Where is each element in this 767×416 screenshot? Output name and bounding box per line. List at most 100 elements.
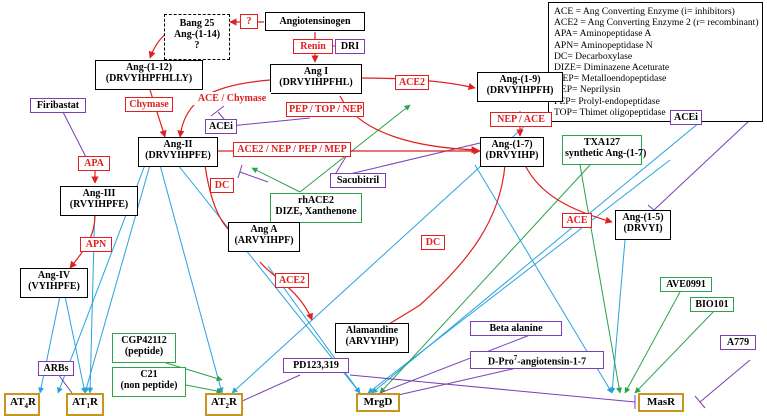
rhace2-detail: DIZE, Xanthenone	[275, 206, 357, 217]
legend-entry: APA= Aminopeptidase A	[554, 28, 652, 40]
apn-enzyme: APN	[80, 237, 112, 252]
c21-detail: (non peptide)	[120, 380, 178, 391]
ang-iii-node: Ang-III (RVYIHPFE)	[60, 186, 138, 216]
legend-entry: DIZE= Diminazene Aceturate	[554, 62, 670, 74]
ang-iv-node: Ang-IV (VYIHPFE)	[20, 268, 88, 298]
ang-1-7-sequence: (DRVYIHP)	[485, 150, 539, 161]
at4r-label-tail: R	[27, 396, 36, 408]
alamandine-node: Alamandine (ARVYIHP)	[335, 323, 409, 353]
acei-inhibitor-right: ACEi	[670, 110, 702, 125]
dc-enzyme-lower: DC	[421, 235, 445, 250]
txa127-detail: synthetic Ang-(1-7)	[565, 148, 647, 159]
a779-inhibitor: A779	[720, 335, 756, 350]
rhace2-agonist: rhACE2 DIZE, Xanthenone	[270, 193, 362, 223]
at4r-subscript: 4	[24, 402, 28, 411]
ace2-nep-pep-mep-enzyme: ACE2 / NEP / PEP / MEP	[233, 142, 351, 157]
ang-iii-name: Ang-III	[82, 188, 116, 199]
angiotensinogen-node: Angiotensinogen	[265, 12, 365, 31]
legend-entry: ACE = Ang Converting Enzyme (i= inhibito…	[554, 6, 735, 17]
pep-top-nep-enzyme: PEP / TOP / NEP	[286, 102, 364, 117]
beta-alanine-inhibitor: Beta alanine	[470, 321, 562, 336]
bang25-line: Ang-(1-14)	[173, 29, 221, 40]
sacubitril-inhibitor: Sacubitril	[330, 173, 386, 188]
arbs-inhibitor: ARBs	[38, 361, 74, 376]
ang-iv-name: Ang-IV	[37, 270, 71, 281]
at1r-label: AT	[72, 396, 87, 408]
renin-enzyme: Renin	[293, 39, 333, 54]
ang-ii-name: Ang-II	[163, 139, 193, 150]
legend-entry: NEP= Neprilysin	[554, 84, 621, 96]
ang-1-7-name: Ang-(1-7)	[491, 139, 533, 150]
ang-iv-sequence: (VYIHPFE)	[28, 281, 80, 292]
dc-enzyme-upper: DC	[210, 178, 234, 193]
ave0991-agonist: AVE0991	[660, 277, 712, 292]
at1r-label-tail: R	[90, 396, 98, 408]
ang-1-9-node: Ang-(1-9) (DRVYIHPFH)	[477, 72, 563, 102]
at1r-receptor: AT1R	[66, 393, 104, 416]
at2r-subscript: 2	[225, 402, 230, 411]
ace-chymase-enzyme: ACE / Chymase	[193, 92, 271, 105]
ang-1-9-name: Ang-(1-9)	[499, 74, 541, 85]
acei-inhibitor-left: ACEi	[205, 119, 237, 134]
ang-1-9-sequence: (DRVYIHPFH)	[486, 85, 554, 96]
mrgd-receptor: MrgD	[356, 393, 400, 412]
txa127-name: TXA127	[583, 137, 621, 148]
c21-agonist: C21 (non peptide)	[112, 367, 186, 397]
ang-a-sequence: (ARVYIHPF)	[234, 235, 294, 246]
legend-entry: DC= Decarboxylase	[554, 50, 633, 62]
txa127-agonist: TXA127 synthetic Ang-(1-7)	[562, 135, 647, 165]
d-pro7-angiotensin-inhibitor: D-Pro7-angiotensin-1-7	[470, 351, 604, 370]
ang-1-5-name: Ang-(1-5)	[622, 212, 664, 223]
ang-1-12-node: Ang-(1-12) (DRVYIHPFHLLY)	[95, 60, 203, 90]
d-pro7-superscript: 7	[513, 354, 518, 362]
ang-1-5-sequence: (DRVYI)	[623, 223, 663, 234]
ang-a-name: Ang A	[250, 224, 278, 235]
ang-ii-node: Ang-II (DRVYIHPFE)	[138, 137, 218, 167]
at1r-subscript: 1	[86, 402, 91, 411]
ang-i-name: Ang I	[303, 66, 329, 77]
bang25-node: Bang 25 Ang-(1-14) ?	[164, 14, 230, 60]
legend-entry: ACE2 = Ang Converting Enzyme 2 (r= recom…	[554, 17, 759, 29]
alamandine-name: Alamandine	[345, 325, 399, 336]
ang-a-node: Ang A (ARVYIHPF)	[228, 222, 300, 252]
legend-entry: APN= Aminopeptidase N	[554, 39, 653, 51]
dri-inhibitor: DRI	[335, 39, 365, 54]
at4r-label: AT	[10, 396, 25, 408]
bang25-line: Bang 25	[179, 18, 215, 29]
chymase-enzyme: Chymase	[125, 97, 173, 112]
abbreviation-legend: ACE = Ang Converting Enzyme (i= inhibito…	[548, 2, 763, 123]
bang25-line: ?	[194, 40, 200, 51]
cgp42112-name: CGP42112	[121, 335, 167, 346]
at4r-receptor: AT4R	[4, 393, 40, 416]
ang-iii-sequence: (RVYIHPFE)	[69, 199, 129, 210]
at2r-receptor: AT2R	[205, 393, 243, 416]
ace2-enzyme-top: ACE2	[395, 75, 429, 90]
legend-entry: TOP= Thimet oligopeptidase	[554, 106, 666, 118]
at2r-label-tail: R	[229, 396, 237, 408]
d-pro7-label: D-Pro	[487, 356, 514, 368]
pd123319-inhibitor: PD123,319	[283, 358, 349, 373]
ace-enzyme-lower: ACE	[562, 213, 592, 228]
c21-name: C21	[140, 369, 158, 380]
legend-entry: MEP= Metalloendopeptidase	[554, 73, 667, 85]
ang-1-5-node: Ang-(1-5) (DRVYI)	[615, 210, 671, 240]
at2r-label: AT	[211, 396, 226, 408]
firibastat-inhibitor: Firibastat	[30, 98, 86, 113]
rhace2-name: rhACE2	[297, 195, 335, 206]
bio101-agonist: BIO101	[690, 297, 734, 312]
ang-1-12-sequence: (DRVYIHPFHLLY)	[105, 73, 193, 84]
ang-1-12-name: Ang-(1-12)	[125, 62, 173, 73]
ang-i-sequence: (DRVYIHPFHL)	[279, 77, 353, 88]
ang-i-node: Ang I (DRVYIHPFHL)	[270, 64, 362, 94]
legend-entry: PEP= Prolyl-endopeptidase	[554, 95, 660, 107]
d-pro7-label-rest: -angiotensin-1-7	[517, 356, 587, 368]
cgp42112-agonist: CGP42112 (peptide)	[112, 333, 176, 363]
ace2-enzyme-lower: ACE2	[275, 273, 309, 288]
ang-ii-sequence: (DRVYIHPFE)	[145, 150, 211, 161]
cgp42112-detail: (peptide)	[124, 346, 164, 357]
ang-1-7-node: Ang-(1-7) (DRVYIHP)	[480, 137, 544, 167]
masr-receptor: MasR	[638, 393, 684, 412]
unknown-enzyme: ?	[240, 14, 258, 29]
apa-enzyme: APA	[78, 156, 110, 171]
alamandine-sequence: (ARVYIHP)	[345, 336, 399, 347]
